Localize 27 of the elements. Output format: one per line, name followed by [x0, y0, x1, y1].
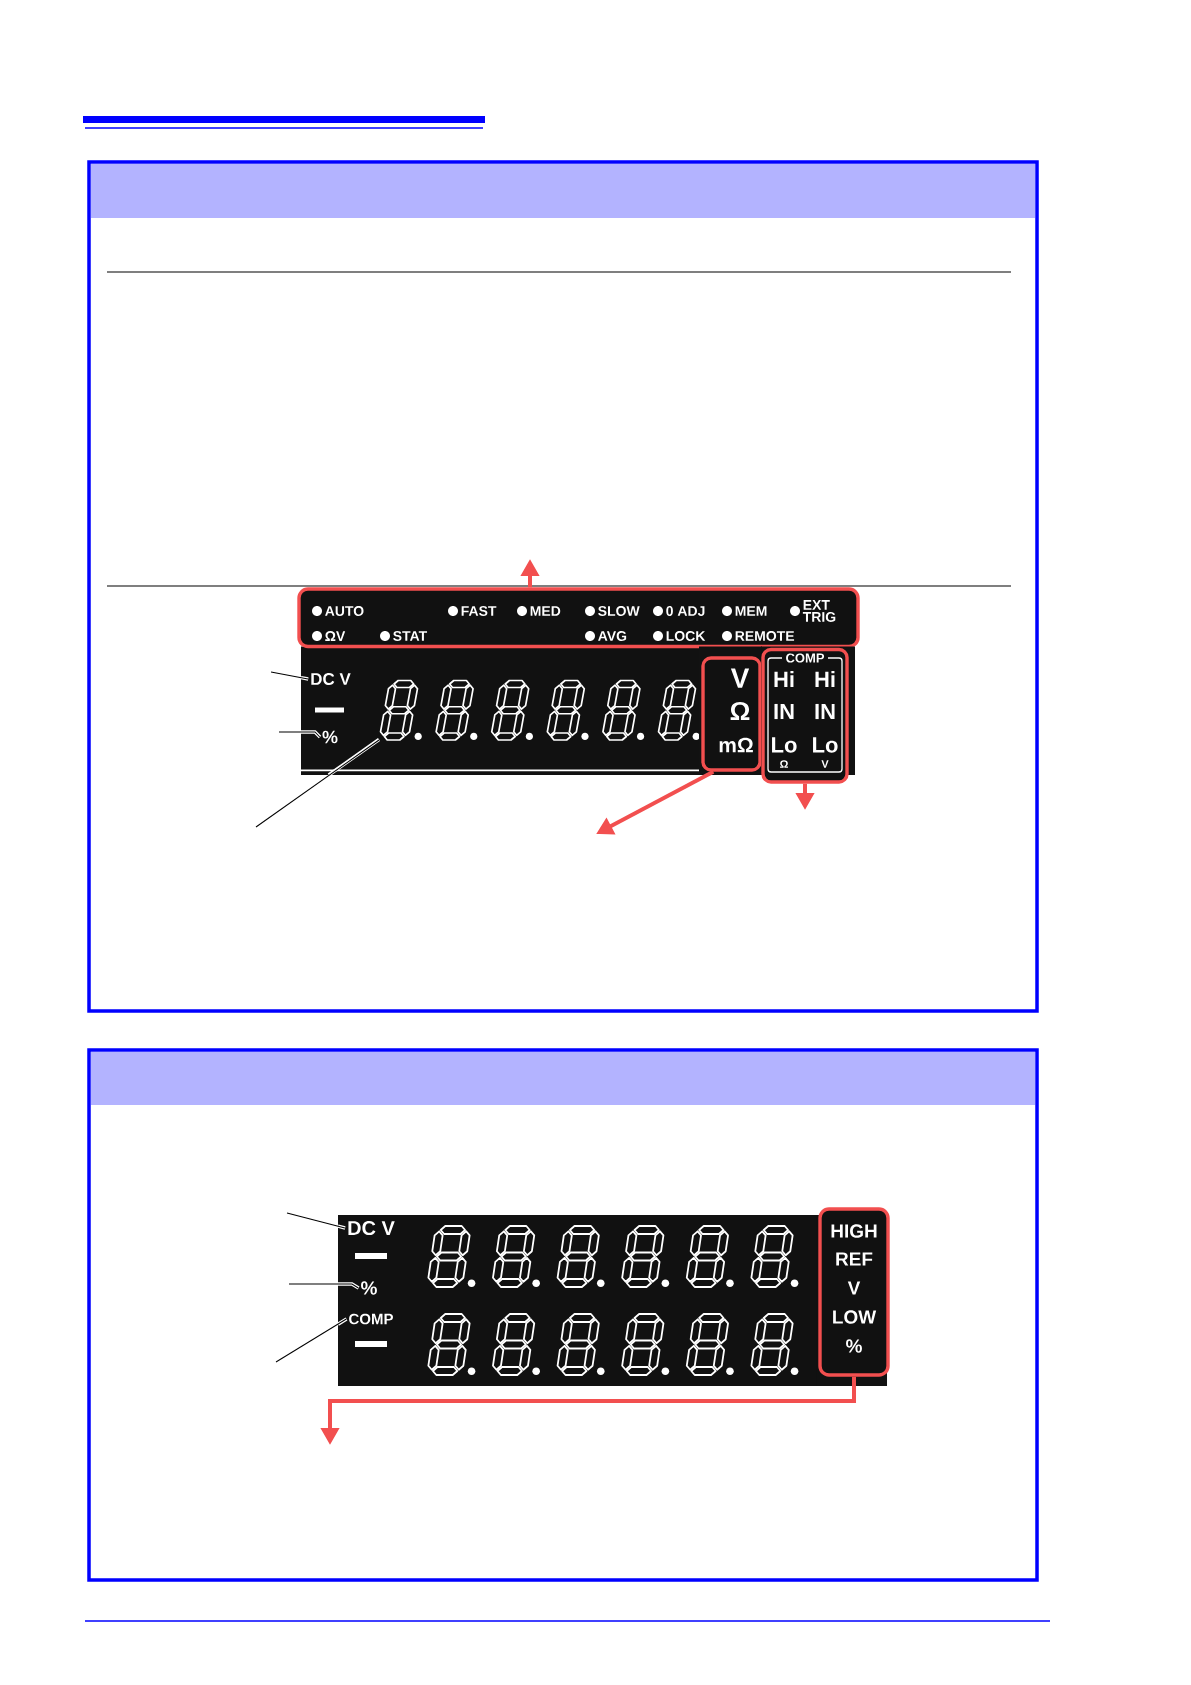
display-label: % — [322, 730, 338, 744]
indicator-label: SLOW — [598, 606, 640, 616]
leader-line — [288, 1283, 359, 1289]
indicator-label: AVG — [598, 631, 627, 641]
indicator-label: ΩV — [325, 631, 346, 641]
display-label: Ω — [730, 701, 750, 721]
indicator-label: AUTO — [325, 606, 364, 616]
indicator-label: LOCK — [666, 631, 706, 641]
indicator-label: FAST — [461, 606, 497, 616]
display-label: % — [361, 1281, 377, 1295]
display-label: COMP — [349, 1313, 393, 1325]
display-label: V — [730, 668, 750, 688]
leader-line — [275, 1318, 347, 1363]
leader-line — [278, 731, 321, 738]
indicator-label: REMOTE — [735, 631, 795, 641]
indicator-label: MEM — [735, 606, 767, 616]
leader-line — [270, 671, 309, 680]
display-label: DC V — [311, 673, 351, 686]
indicator-label: 0 ADJ — [666, 606, 705, 616]
indicator-label: EXT TRIG — [802, 600, 836, 622]
indicator-label: STAT — [393, 631, 428, 641]
leader-line — [255, 739, 380, 828]
display-label: mΩ — [719, 737, 753, 753]
seven-segment-digits — [379, 679, 700, 741]
indicator-label: MED — [530, 606, 561, 616]
display-label: DC V — [348, 1220, 395, 1236]
leader-line — [286, 1212, 346, 1229]
